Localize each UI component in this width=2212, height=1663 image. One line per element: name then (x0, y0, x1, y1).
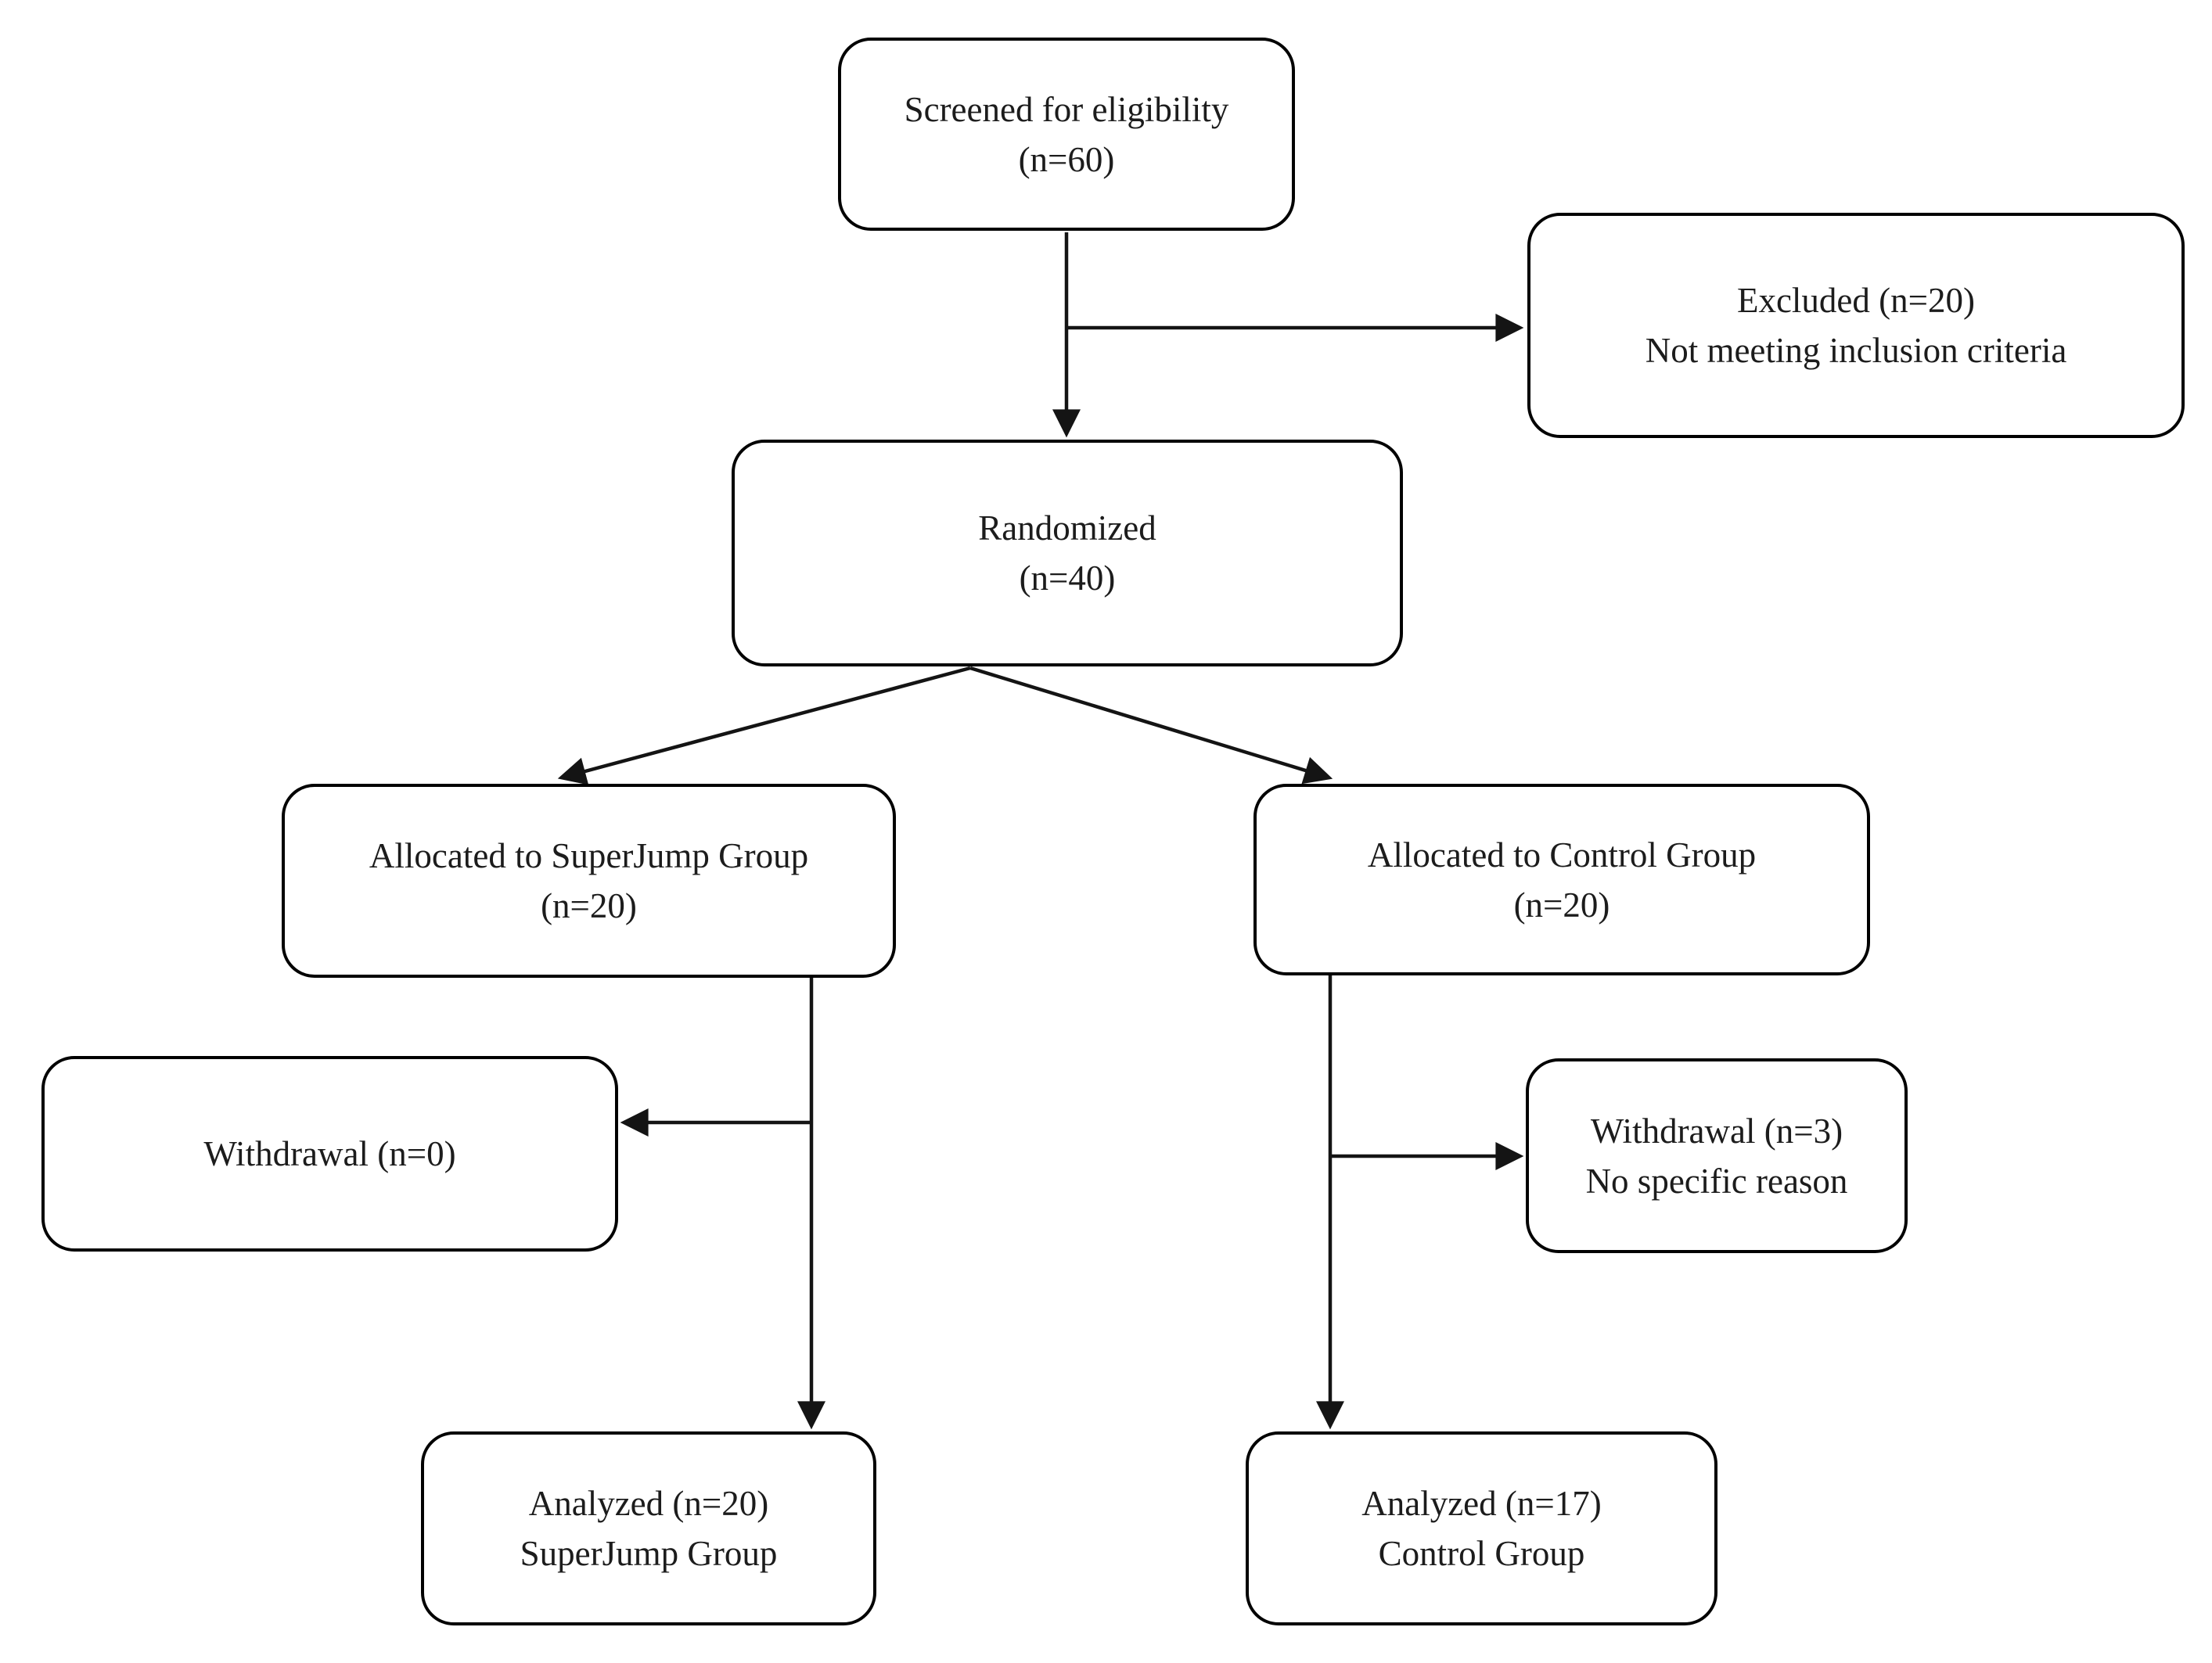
node-excluded: Excluded (n=20) Not meeting inclusion cr… (1527, 213, 2185, 438)
node-allocated-control: Allocated to Control Group (n=20) (1253, 784, 1870, 975)
connector-randomized-alloc-superjump (557, 666, 971, 785)
node-allocated-superjump-label: Allocated to SuperJump Group (369, 836, 809, 875)
node-analyzed-superjump: Analyzed (n=20) SuperJump Group (421, 1431, 876, 1625)
node-analyzed-control-group: Control Group (1378, 1534, 1585, 1573)
node-analyzed-control-label: Analyzed (n=17) (1361, 1484, 1602, 1523)
node-screened-count: (n=60) (1018, 139, 1115, 179)
node-allocated-superjump-count: (n=20) (541, 886, 637, 925)
node-analyzed-superjump-group: SuperJump Group (520, 1534, 778, 1573)
node-withdrawal-control-label: Withdrawal (n=3) (1590, 1111, 1843, 1151)
node-allocated-superjump: Allocated to SuperJump Group (n=20) (282, 784, 896, 978)
node-randomized-label: Randomized (978, 508, 1156, 548)
node-withdrawal-control: Withdrawal (n=3) No specific reason (1526, 1058, 1908, 1253)
node-withdrawal-control-reason: No specific reason (1585, 1161, 1848, 1201)
node-randomized-count: (n=40) (1019, 559, 1116, 598)
node-withdrawal-superjump-label: Withdrawal (n=0) (203, 1134, 456, 1173)
node-withdrawal-superjump: Withdrawal (n=0) (41, 1056, 618, 1252)
node-analyzed-superjump-label: Analyzed (n=20) (528, 1484, 769, 1523)
node-excluded-reason: Not meeting inclusion criteria (1645, 331, 2067, 370)
node-allocated-control-label: Allocated to Control Group (1367, 835, 1757, 875)
node-analyzed-control: Analyzed (n=17) Control Group (1246, 1431, 1717, 1625)
connector-randomized-alloc-control (969, 666, 1333, 785)
node-allocated-control-count: (n=20) (1513, 885, 1610, 925)
node-randomized: Randomized (n=40) (732, 440, 1403, 666)
node-screened-label: Screened for eligibility (904, 89, 1229, 129)
node-screened: Screened for eligibility (n=60) (838, 38, 1295, 231)
node-excluded-label: Excluded (n=20) (1736, 281, 1976, 320)
